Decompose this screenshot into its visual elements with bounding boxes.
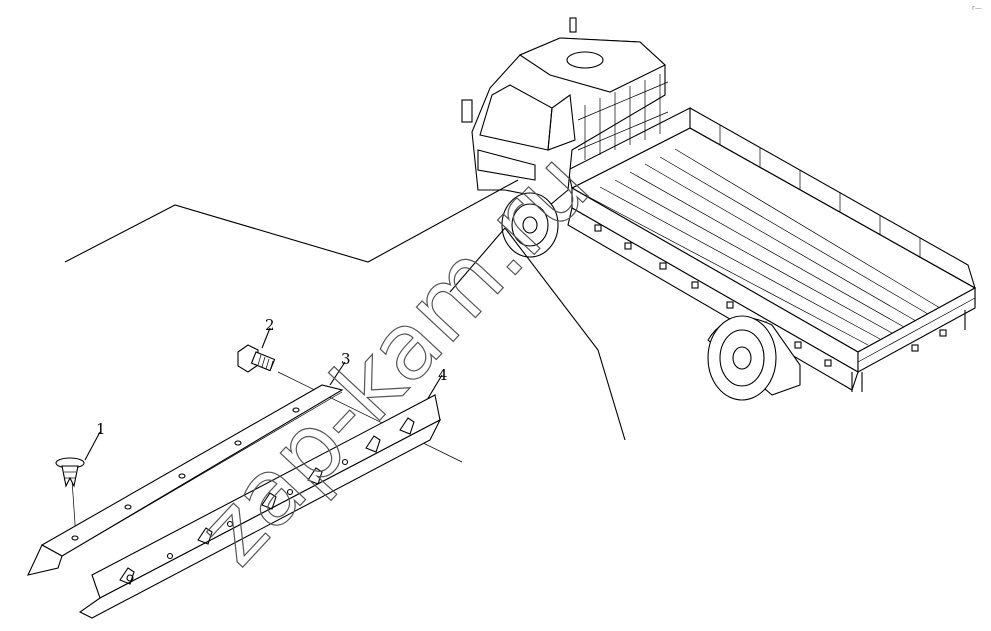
leader-lines xyxy=(64,179,626,539)
truck-illustration xyxy=(461,17,977,401)
channel-part-4 xyxy=(78,394,442,619)
exploded-parts xyxy=(27,344,442,619)
bracket-part-3 xyxy=(27,384,344,576)
callout-4: 4 xyxy=(438,366,448,384)
bolt-part-2 xyxy=(237,344,276,373)
callout-3: 3 xyxy=(341,350,351,368)
callout-2: 2 xyxy=(265,316,275,334)
callout-1: 1 xyxy=(96,420,106,438)
corner-mark: r— xyxy=(972,4,982,12)
clip-part-1 xyxy=(55,457,85,488)
